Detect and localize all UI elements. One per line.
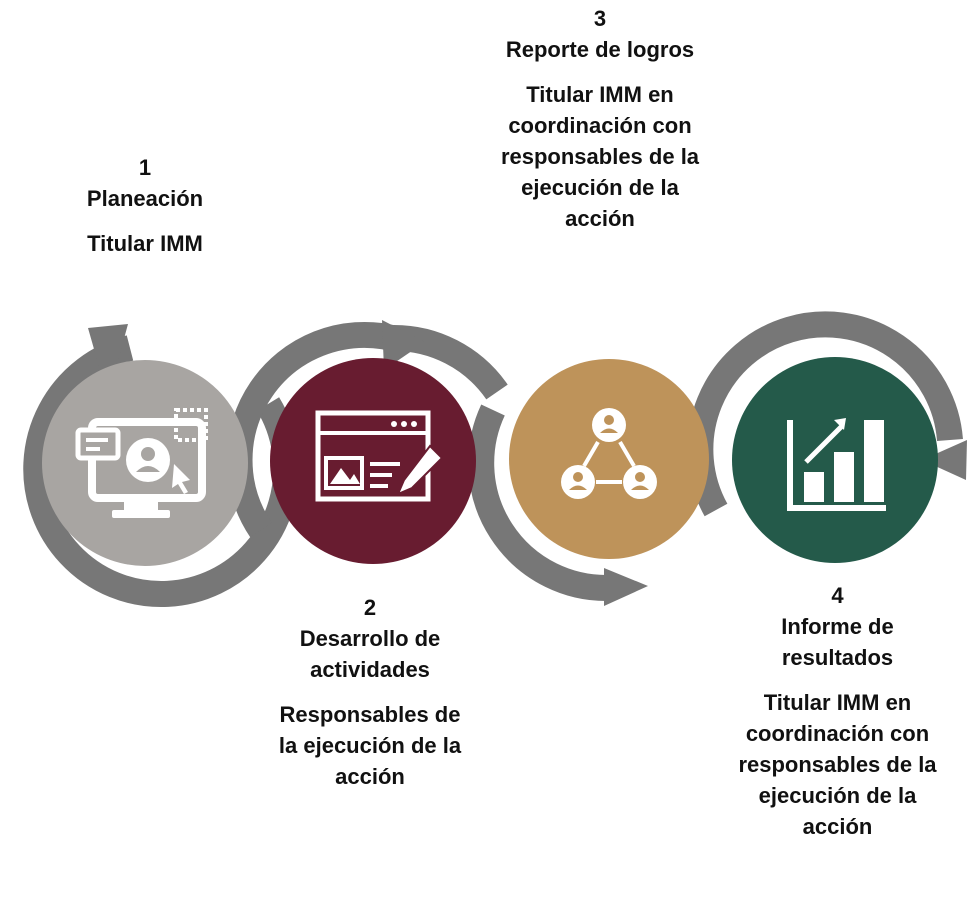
step-1-node [42, 360, 248, 566]
connector-arrowheads [88, 320, 967, 606]
bar-chart-growth-icon [787, 418, 886, 511]
step-4-owner: Titular IMM en coordinación con responsa… [738, 690, 937, 839]
step-4-label: 4 Informe de resultados Titular IMM en c… [735, 580, 940, 842]
document-edit-icon [315, 410, 444, 502]
computer-user-icon [75, 408, 208, 518]
step-2-circle [270, 358, 476, 564]
step-4-title: Informe de resultados [781, 614, 894, 670]
step-2-number: 2 [363, 595, 377, 620]
arrowhead-2 [382, 320, 425, 370]
arrowhead-3 [604, 568, 648, 606]
step-1-owner: Titular IMM [87, 231, 203, 256]
step-2-title: Desarrollo de actividades [299, 626, 441, 682]
step-2-label: 2 Desarrollo de actividades Responsables… [270, 592, 470, 792]
arrowhead-1 [88, 324, 128, 398]
step-1-label: 1 Planeación Titular IMM [50, 152, 240, 259]
step-3-label: 3 Reporte de logros Titular IMM en coord… [490, 3, 710, 234]
step-3-owner: Titular IMM en coordinación con responsa… [500, 82, 700, 231]
connector-arc-3 [468, 404, 609, 602]
arrowhead-4 [922, 440, 967, 480]
step-2-owner: Responsables de la ejecución de la acció… [278, 702, 462, 789]
step-2-node [270, 358, 476, 564]
step-3-circle [509, 359, 709, 559]
step-1-title: Planeación [86, 186, 204, 211]
step-3-title: Reporte de logros [505, 37, 695, 62]
step-3-number: 3 [593, 6, 607, 31]
people-network-icon [561, 408, 657, 499]
step-1-number: 1 [138, 155, 152, 180]
step-4-number: 4 [831, 583, 844, 608]
step-3-node [509, 359, 709, 559]
step-4-node [732, 357, 938, 563]
